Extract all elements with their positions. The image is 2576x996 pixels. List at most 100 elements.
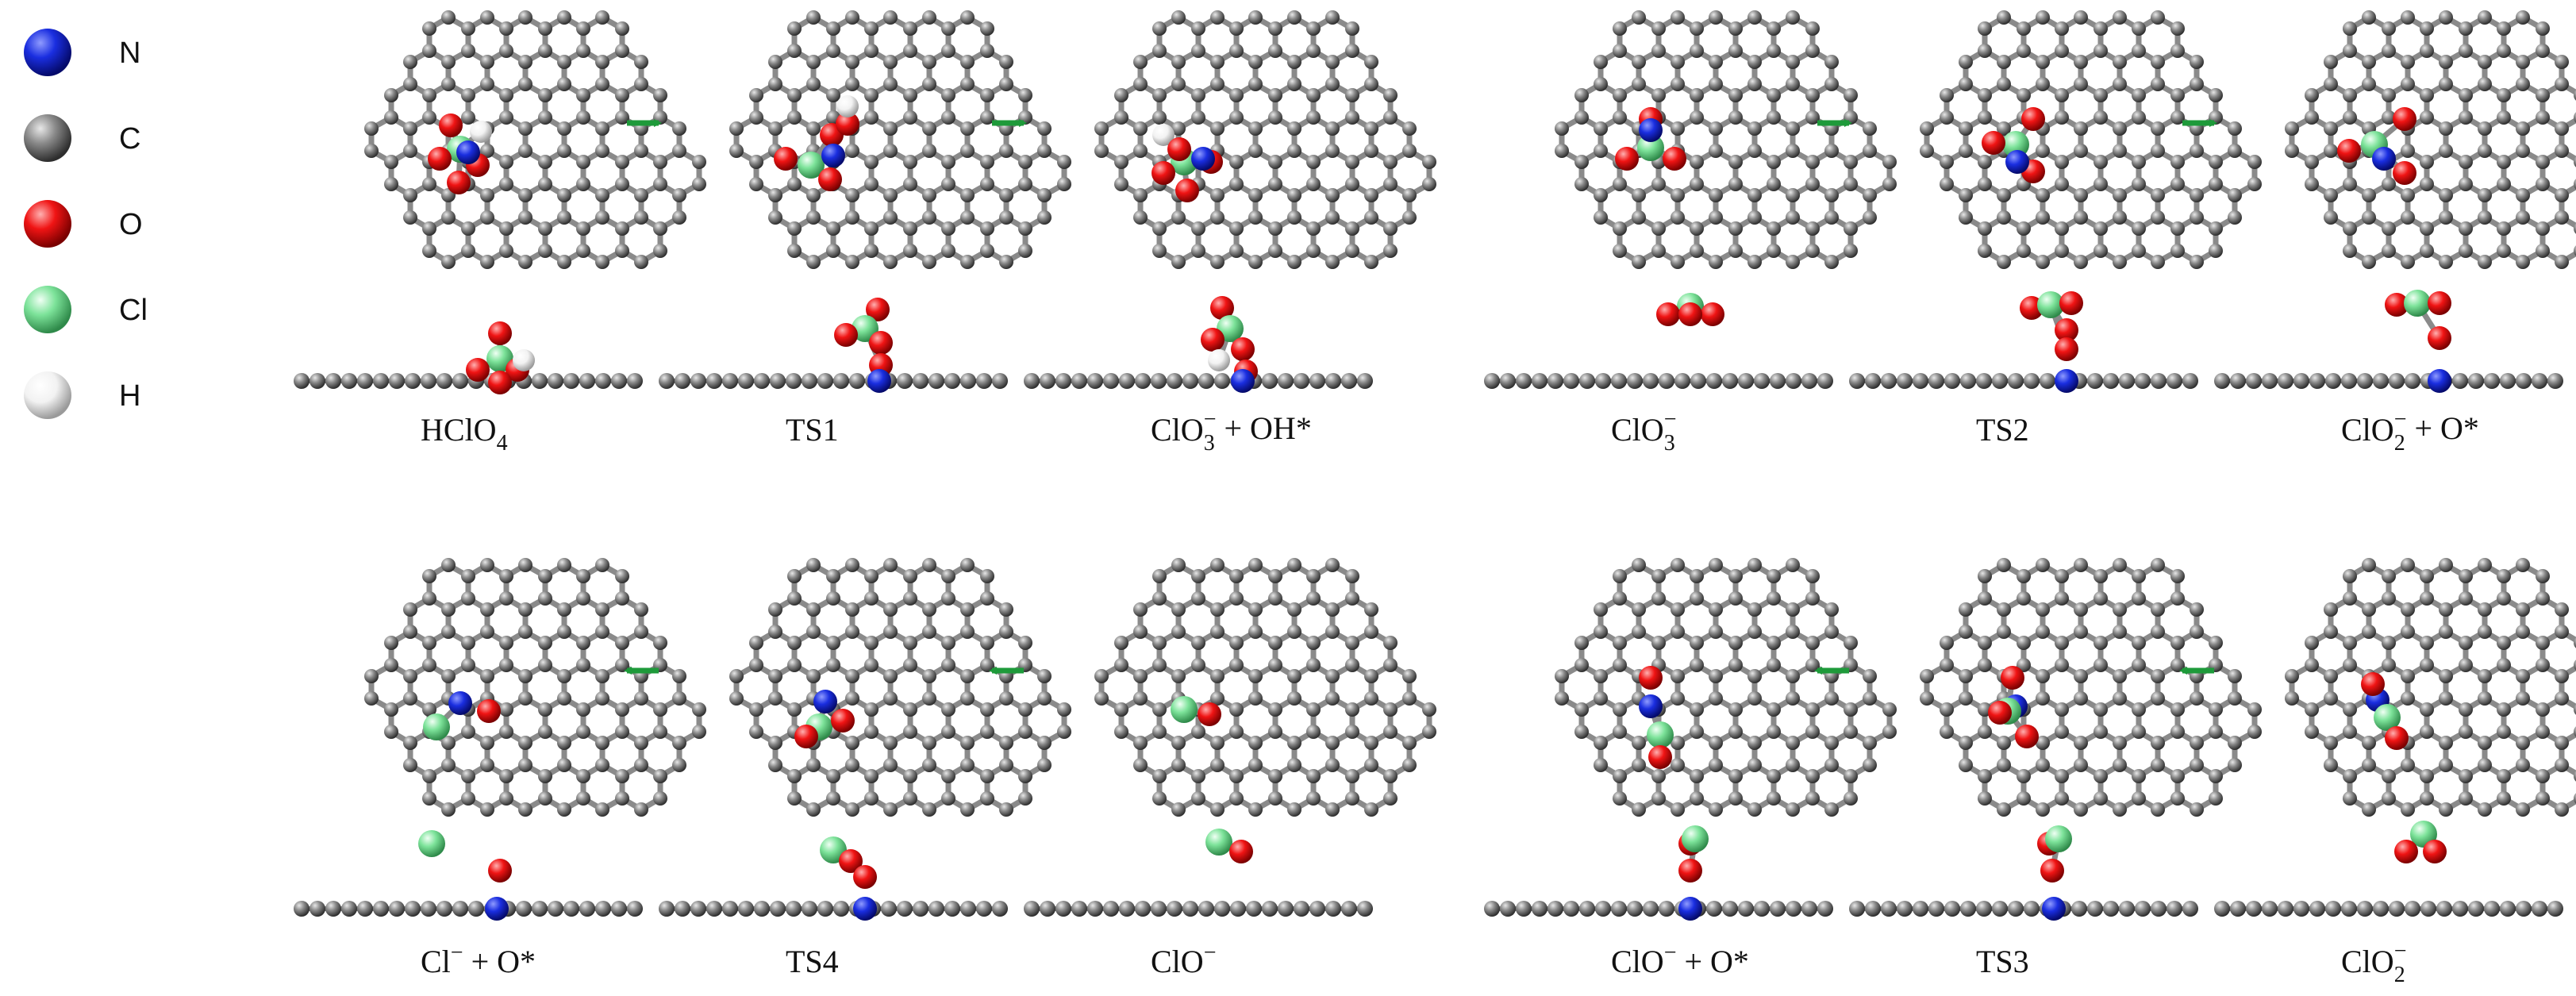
carbon-atom xyxy=(1094,121,1109,136)
carbon-atom xyxy=(1767,636,1781,650)
carbon-atom xyxy=(499,591,513,606)
carbon-atom xyxy=(690,901,706,917)
carbon-atom xyxy=(2497,569,2511,583)
carbon-atom xyxy=(1171,210,1186,225)
carbon-atom xyxy=(1484,373,1500,389)
carbon-atom xyxy=(2285,144,2299,158)
carbon-atom xyxy=(634,188,648,202)
carbon-atom xyxy=(2113,210,2127,225)
carbon-atom xyxy=(1306,155,1321,169)
carbon-atom xyxy=(1210,602,1225,617)
carbon-atom xyxy=(999,210,1013,225)
carbon-atom xyxy=(422,88,436,102)
carbon-atom xyxy=(2536,244,2550,258)
carbon-atom xyxy=(2228,736,2242,750)
carbon-atom xyxy=(403,758,417,772)
carbon-atom xyxy=(653,636,667,650)
carbon-atom xyxy=(2468,901,2484,917)
carbon-atom xyxy=(538,636,552,650)
carbon-atom xyxy=(1728,702,1743,717)
carbon-atom xyxy=(2230,373,2246,389)
carbon-atom xyxy=(1767,88,1781,102)
carbon-atom xyxy=(1248,669,1263,683)
carbon-atom xyxy=(2478,144,2492,158)
chlorine-atom xyxy=(24,286,71,333)
carbon-atom xyxy=(1383,244,1398,258)
adsorbate-side-cl-o xyxy=(418,830,512,921)
carbon-atom xyxy=(1191,569,1205,583)
carbon-atom xyxy=(1959,736,1973,750)
carbon-atom xyxy=(1133,210,1148,225)
carbon-atom xyxy=(999,802,1013,817)
carbon-atom xyxy=(1913,901,1928,917)
carbon-atom xyxy=(1364,210,1378,225)
carbon-atom xyxy=(2182,373,2198,389)
carbon-atom xyxy=(1114,702,1128,717)
carbon-atom xyxy=(2055,658,2069,672)
carbon-atom xyxy=(2373,901,2389,917)
carbon-atom xyxy=(2036,802,2050,817)
carbon-atom xyxy=(1182,373,1198,389)
carbon-atom xyxy=(2536,769,2550,783)
carbon-atom xyxy=(1268,110,1282,125)
carbon-atom xyxy=(883,255,898,269)
carbon-atom xyxy=(2420,88,2434,102)
carbon-atom xyxy=(499,769,513,783)
carbon-atom xyxy=(499,21,513,36)
carbon-atom xyxy=(634,802,648,817)
carbon-atom xyxy=(941,155,955,169)
carbon-atom xyxy=(595,210,609,225)
carbon-atom xyxy=(2439,625,2453,639)
carbon-atom xyxy=(826,244,840,258)
carbon-atom xyxy=(2017,44,2031,58)
carbon-atom xyxy=(2074,210,2088,225)
carbon-atom xyxy=(2497,791,2511,806)
carbon-atom xyxy=(2343,110,2357,125)
carbon-atom xyxy=(1191,658,1205,672)
carbon-atom xyxy=(1229,725,1244,739)
carbon-atom xyxy=(2017,569,2031,583)
carbon-atom xyxy=(518,625,533,639)
carbon-atom xyxy=(557,625,571,639)
carbon-atom xyxy=(1651,636,1666,650)
carbon-atom xyxy=(2497,177,2511,191)
carbon-atom xyxy=(2103,901,2119,917)
panel-caption: TS3 xyxy=(1976,944,2029,979)
carbon-atom xyxy=(595,373,611,389)
oxygen-atom xyxy=(1678,859,1702,883)
carbon-atom xyxy=(826,791,840,806)
carbon-atom xyxy=(615,110,629,125)
carbon-atom xyxy=(2074,691,2088,706)
lattice-bonds xyxy=(733,562,1067,813)
carbon-atom xyxy=(754,373,770,389)
carbon-atom xyxy=(499,110,513,125)
carbon-atom xyxy=(1671,736,1685,750)
carbon-atom xyxy=(941,769,955,783)
carbon-atom xyxy=(1133,625,1148,639)
carbon-atom xyxy=(2420,155,2434,169)
carbon-atom xyxy=(2401,210,2415,225)
carbon-atom xyxy=(1595,373,1611,389)
carbon-atom xyxy=(2214,373,2230,389)
carbon-atom xyxy=(373,901,389,917)
carbon-atom xyxy=(2305,658,2319,672)
carbon-atom xyxy=(1671,602,1685,617)
carbon-atom xyxy=(999,625,1013,639)
carbon-atom xyxy=(538,244,552,258)
carbon-atom xyxy=(806,55,821,69)
carbon-atom xyxy=(1613,569,1627,583)
carbon-atom xyxy=(1383,658,1398,672)
carbon-atom xyxy=(615,221,629,236)
carbon-atom xyxy=(1709,188,1723,202)
carbon-atom xyxy=(2516,144,2530,158)
carbon-atom xyxy=(2093,88,2108,102)
carbon-atom xyxy=(2151,802,2165,817)
carbon-atom xyxy=(1786,901,1801,917)
carbon-atom xyxy=(2055,88,2069,102)
carbon-atom xyxy=(2420,725,2434,739)
carbon-atom xyxy=(1230,901,1246,917)
carbon-atom xyxy=(2151,625,2165,639)
carbon-atom xyxy=(403,691,417,706)
carbon-atom xyxy=(883,625,898,639)
carbon-atom xyxy=(1754,373,1770,389)
